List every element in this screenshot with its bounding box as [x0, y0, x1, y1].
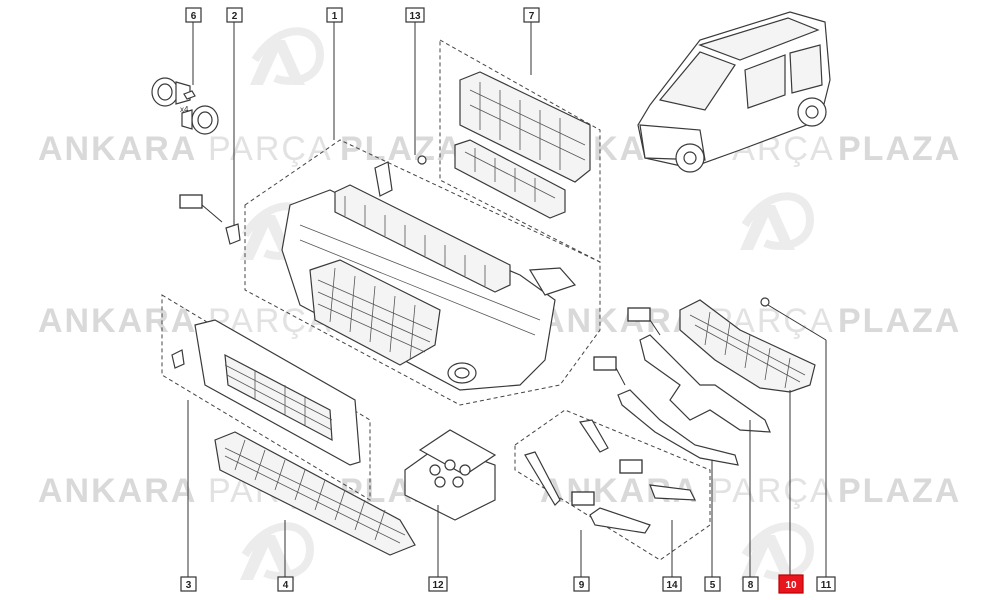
- clip-tag: [593, 356, 617, 371]
- watermark-left: ANKARA: [38, 302, 197, 340]
- clip-tag: [627, 307, 651, 322]
- callout-1[interactable]: 1: [326, 7, 343, 23]
- callout-9[interactable]: 9: [573, 576, 590, 592]
- svg-text:1: 1: [332, 11, 338, 22]
- watermark-right: PLAZA: [340, 130, 463, 168]
- callout-12[interactable]: 12: [428, 576, 448, 592]
- watermark-left: ANKARA: [38, 472, 197, 510]
- watermark-middle: PARÇA: [710, 472, 835, 510]
- svg-text:3: 3: [186, 580, 192, 591]
- svg-text:5: 5: [710, 580, 716, 591]
- group-outline-5: [514, 409, 711, 561]
- svg-text:2: 2: [232, 11, 238, 22]
- svg-text:9: 9: [579, 580, 585, 591]
- lower-grille-part: [171, 319, 361, 466]
- clip-tag: [179, 194, 203, 209]
- callout-6[interactable]: 6: [185, 7, 202, 23]
- grille-frame-part: [639, 334, 771, 433]
- callout-14[interactable]: 14: [662, 576, 682, 592]
- group-outline-1: [244, 139, 601, 406]
- watermark-right: PLAZA: [838, 472, 961, 510]
- under-shield-part: [214, 431, 416, 556]
- callout-7[interactable]: 7: [523, 7, 540, 23]
- watermark-right: PLAZA: [838, 302, 961, 340]
- callout-13[interactable]: 13: [405, 7, 425, 23]
- watermark-right: PLAZA: [838, 130, 961, 168]
- callout-11[interactable]: 11: [816, 576, 836, 592]
- svg-text:4: 4: [283, 580, 289, 591]
- clip-tag: [619, 459, 643, 474]
- trim-strip-parts: [524, 389, 739, 534]
- watermark-row-3: ANKARA PARÇA PLAZA ANKARA PARÇA PLAZA: [38, 472, 961, 510]
- svg-text:6: 6: [191, 11, 197, 22]
- svg-text:10: 10: [785, 580, 797, 591]
- cap-part: [225, 223, 241, 245]
- leader-lines: [187, 22, 827, 577]
- callout-5[interactable]: 5: [704, 576, 721, 592]
- clip-tag: [571, 491, 595, 506]
- callout-2[interactable]: 2: [226, 7, 243, 23]
- watermark-left: ANKARA: [540, 302, 699, 340]
- quantity-label: x4: [180, 105, 189, 114]
- fog-lamp-part: x4: [151, 77, 219, 135]
- svg-text:7: 7: [529, 11, 535, 22]
- svg-text:14: 14: [666, 580, 678, 591]
- callout-8[interactable]: 8: [742, 576, 759, 592]
- clip-kit-box-part: [404, 429, 497, 521]
- callout-4[interactable]: 4: [277, 576, 294, 592]
- svg-text:8: 8: [748, 580, 754, 591]
- front-bumper-part: [281, 161, 577, 391]
- watermark-left: ANKARA: [38, 130, 197, 168]
- svg-text:13: 13: [409, 11, 421, 22]
- svg-text:11: 11: [821, 580, 832, 591]
- vehicle-illustration: [637, 11, 831, 173]
- radiator-grille-part: [679, 297, 816, 393]
- svg-text:12: 12: [432, 580, 444, 591]
- watermark-middle: PARÇA: [208, 130, 333, 168]
- callout-3[interactable]: 3: [180, 576, 197, 592]
- callout-10-highlighted[interactable]: 10: [778, 574, 804, 594]
- reinforcement-part: [417, 71, 591, 219]
